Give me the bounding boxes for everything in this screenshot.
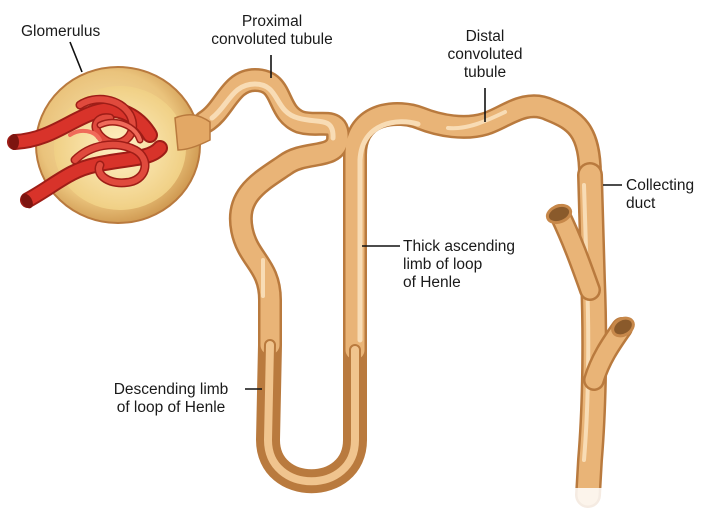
glomerulus-leader: [70, 42, 82, 72]
thick-label-line2: limb of loop: [403, 256, 515, 274]
descending-label-line2: of loop of Henle: [96, 399, 246, 417]
tubule-system: [205, 80, 637, 509]
distal-label-line1: Distal: [430, 28, 540, 46]
descending-limb-label: Descending limb of loop of Henle: [96, 381, 246, 417]
glomerulus-structure: [9, 67, 210, 223]
thick-label-line3: of Henle: [403, 274, 515, 292]
nephron-tubule: [205, 80, 590, 481]
distal-label-line3: tubule: [430, 64, 540, 82]
thick-ascending-limb-label: Thick ascending limb of loop of Henle: [403, 238, 515, 292]
proximal-tubule-label: Proximal convoluted tubule: [196, 13, 348, 49]
glomerulus-label-text: Glomerulus: [21, 23, 100, 40]
collecting-duct-label: Collecting duct: [626, 177, 694, 213]
distal-tubule-label: Distal convoluted tubule: [430, 28, 540, 82]
descending-label-line1: Descending limb: [96, 381, 246, 399]
collecting-label-line2: duct: [626, 195, 694, 213]
glomerulus-label: Glomerulus: [21, 23, 100, 41]
proximal-label-line2: convoluted tubule: [196, 31, 348, 49]
thick-label-line1: Thick ascending: [403, 238, 515, 256]
distal-label-line2: convoluted: [430, 46, 540, 64]
afferent-arteriole-opening: [9, 134, 19, 150]
collecting-duct-tube: [560, 175, 622, 495]
proximal-label-line1: Proximal: [196, 13, 348, 31]
collecting-label-line1: Collecting: [626, 177, 694, 195]
